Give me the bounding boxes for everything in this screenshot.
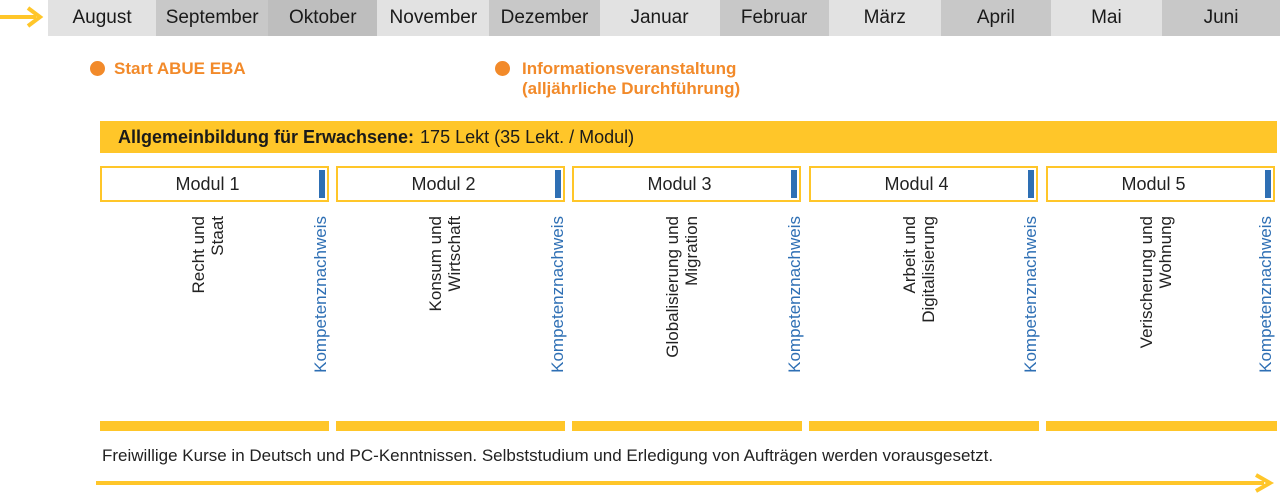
module-label: Modul 2 [411, 173, 476, 194]
module-label: Modul 5 [1121, 173, 1186, 194]
module-box-3: Modul 3 [572, 166, 801, 202]
module-topic-1: Recht und Staat [189, 216, 227, 294]
month-februar: Februar [719, 0, 829, 36]
module-box-2: Modul 2 [336, 166, 565, 202]
module-assessment-4: Kompetenznachweis [1021, 216, 1040, 373]
module-assessment-2: Kompetenznachweis [548, 216, 567, 373]
month-april: April [940, 0, 1051, 36]
event-info-label: Informationsveranstaltung (alljährliche … [522, 59, 741, 98]
module-bar-2 [336, 421, 565, 431]
footnote-text: Freiwillige Kurse in Deutsch und PC-Kenn… [102, 446, 994, 465]
module-label: Modul 4 [884, 173, 949, 194]
module-marker [1265, 170, 1271, 198]
timeline-end-arrow-icon [96, 473, 1275, 493]
banner-title: Allgemeinbildung für Erwachsene: [118, 126, 415, 147]
module-bar-4 [809, 421, 1039, 431]
event-dot-icon [495, 61, 510, 76]
module-assessment-1: Kompetenznachweis [311, 216, 330, 373]
module-box-4: Modul 4 [809, 166, 1038, 202]
module-box-5: Modul 5 [1046, 166, 1275, 202]
module-assessment-5: Kompetenznachweis [1256, 216, 1275, 373]
module-label: Modul 3 [647, 173, 712, 194]
module-bar-3 [572, 421, 802, 431]
event-dot-icon [90, 61, 105, 76]
module-marker [555, 170, 561, 198]
month-oktober: Oktober [268, 0, 378, 36]
timeline-start-arrow-icon [0, 6, 44, 28]
module-marker [1028, 170, 1034, 198]
month-januar: Januar [599, 0, 720, 36]
month-mai: Mai [1050, 0, 1162, 36]
module-bar-1 [100, 421, 329, 431]
module-topic-2: Konsum und Wirtschaft [426, 216, 464, 312]
module-topic-4: Arbeit und Digitalisierung [900, 216, 938, 323]
module-bar-5 [1046, 421, 1277, 431]
module-label: Modul 1 [175, 173, 240, 194]
month-dezember: Dezember [489, 0, 600, 36]
course-banner: Allgemeinbildung für Erwachsene: 175 Lek… [100, 121, 1277, 153]
banner-detail: 175 Lekt (35 Lekt. / Modul) [420, 126, 635, 147]
month-september: September [156, 0, 269, 36]
event-start-label: Start ABUE EBA [114, 59, 246, 78]
month-juni: Juni [1161, 0, 1280, 36]
month-november: November [377, 0, 490, 36]
month-maerz: März [828, 0, 941, 36]
month-august: August [48, 0, 157, 36]
module-box-1: Modul 1 [100, 166, 329, 202]
module-topic-5: Verischerung und Wohnung [1137, 216, 1175, 349]
module-marker [319, 170, 325, 198]
module-marker [791, 170, 797, 198]
month-timeline: August September Oktober November Dezemb… [48, 0, 1280, 36]
module-assessment-3: Kompetenznachweis [785, 216, 804, 373]
module-topic-3: Globalisierung und Migration [663, 216, 701, 358]
